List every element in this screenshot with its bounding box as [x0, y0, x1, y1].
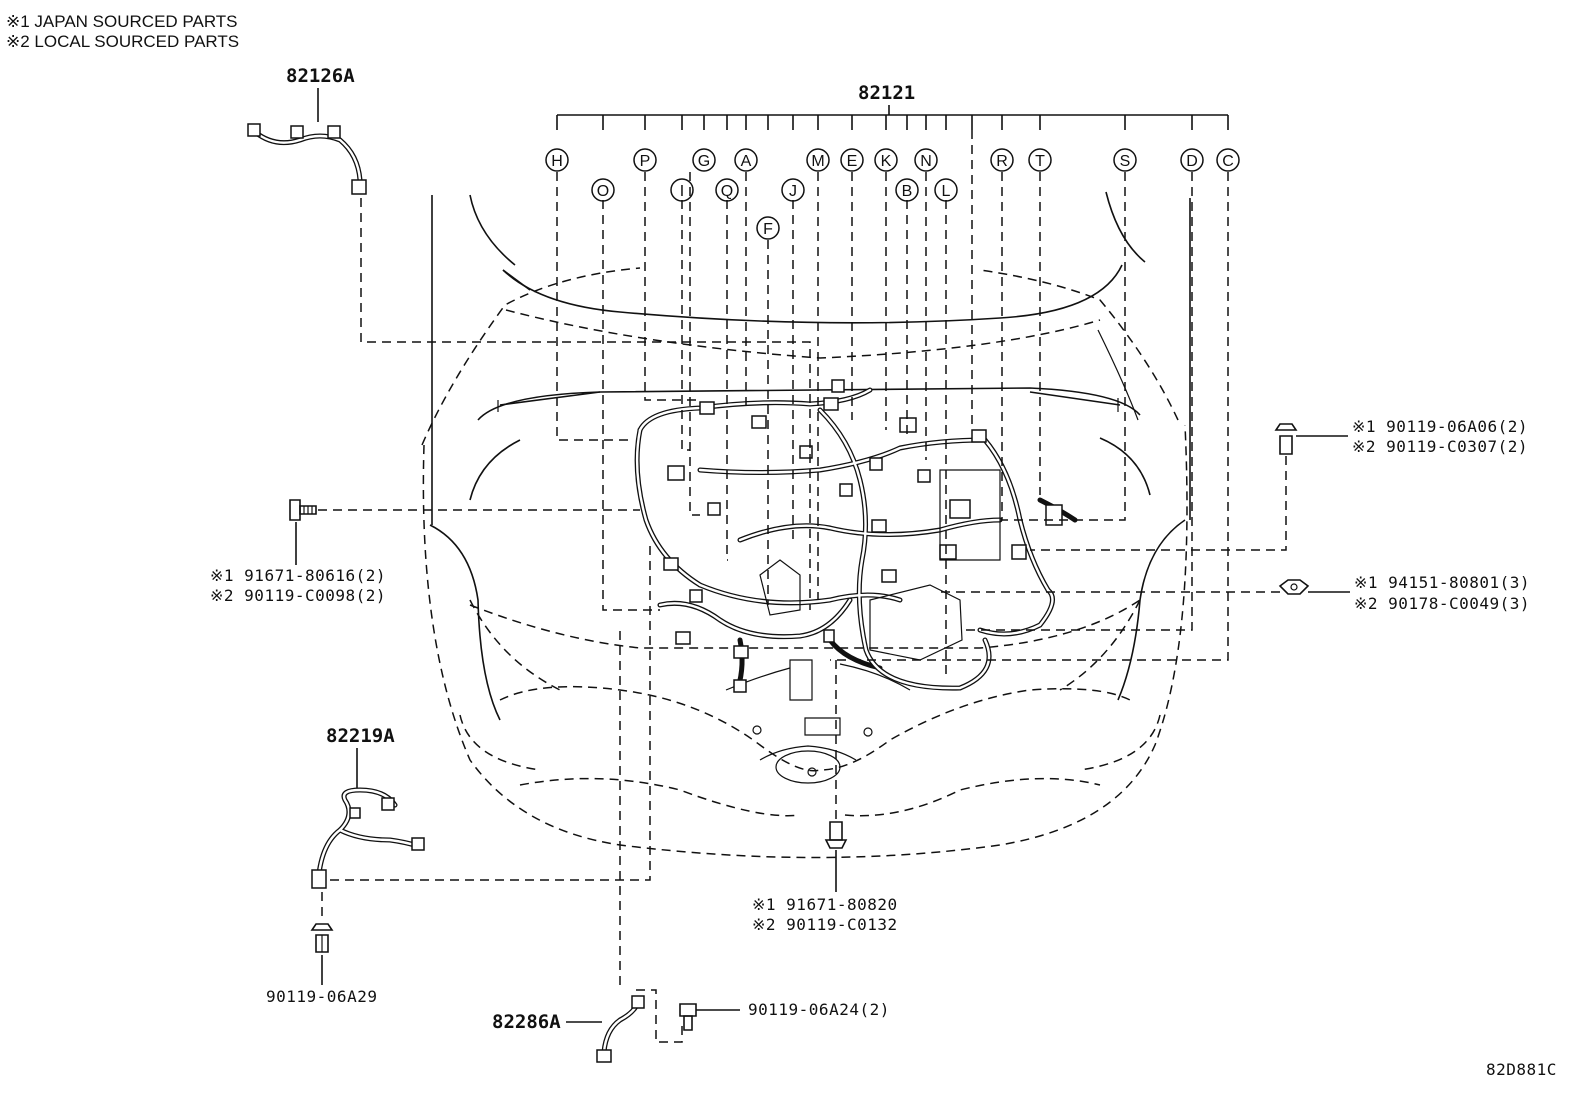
- callout-letter: N: [920, 153, 932, 170]
- callout-letter: H: [551, 153, 563, 170]
- connector-callout-C: C: [1216, 148, 1240, 172]
- connector-callout-M: M: [806, 148, 830, 172]
- connector-callout-A: A: [734, 148, 758, 172]
- callout-circle: [914, 148, 938, 172]
- callout-letter: C: [1222, 153, 1234, 170]
- callout-circle: [990, 148, 1014, 172]
- callout-circle: [806, 148, 830, 172]
- connector-callout-E: E: [840, 148, 864, 172]
- callout-circle: [1028, 148, 1052, 172]
- fastener-90119-C0098: ※2 90119-C0098(2): [210, 586, 386, 605]
- callout-circle: [1216, 148, 1240, 172]
- connector-callout-L: L: [934, 178, 958, 202]
- callout-letter: L: [942, 183, 951, 200]
- callout-letter: J: [789, 183, 797, 200]
- callout-letter: A: [741, 153, 752, 170]
- callout-circle: [692, 148, 716, 172]
- callout-letter: R: [996, 153, 1008, 170]
- callout-circle: [1180, 148, 1204, 172]
- fastener-91671-80616: ※1 91671-80616(2): [210, 566, 386, 585]
- bolt-icon: [310, 923, 334, 953]
- callout-circle: [734, 148, 758, 172]
- bolt-icon: [1274, 423, 1298, 455]
- clip-icon: [289, 499, 317, 521]
- vehicle-outline: [421, 191, 1191, 859]
- callout-letter: E: [847, 153, 858, 170]
- part-82126A-harness: 82126A: [247, 65, 811, 610]
- part-number-82121: 82121: [858, 82, 915, 104]
- fastener-90119-C0132: ※2 90119-C0132: [752, 915, 898, 934]
- connector-callout-O: O: [591, 178, 615, 202]
- note-local-sourced: ※2 LOCAL SOURCED PARTS: [6, 32, 239, 51]
- callout-circle: [756, 216, 780, 240]
- part-number-82126A: 82126A: [286, 65, 355, 87]
- connector-callout-D: D: [1180, 148, 1204, 172]
- part-82286A-harness: 82286A 90119-06A24(2): [492, 630, 890, 1063]
- fastener-90119-06A24: 90119-06A24(2): [748, 1000, 890, 1019]
- connector-callout-Q: Q: [715, 178, 739, 202]
- fastener-90119-06A29: 90119-06A29: [266, 987, 377, 1006]
- connector-callout-N: N: [914, 148, 938, 172]
- fastener-90119-C0307: ※2 90119-C0307(2): [1352, 437, 1528, 456]
- callout-letter: K: [881, 153, 892, 170]
- connector-callout-S: S: [1113, 148, 1137, 172]
- nut-right-group: ※1 94151-80801(3) ※2 90178-C0049(3): [940, 573, 1530, 613]
- callout-letter: I: [680, 183, 684, 200]
- connector-callout-J: J: [781, 178, 805, 202]
- part-number-82286A: 82286A: [492, 1011, 561, 1033]
- callout-circle: [840, 148, 864, 172]
- callout-letter: S: [1120, 153, 1131, 170]
- connector-callout-K: K: [874, 148, 898, 172]
- connector-leader-ticks: [556, 115, 1229, 130]
- note-japan-sourced: ※1 JAPAN SOURCED PARTS: [6, 12, 238, 31]
- part-82219A-harness: 82219A 90119-06A29: [266, 540, 651, 1006]
- callout-letter: F: [763, 221, 773, 238]
- callout-letter: M: [811, 153, 824, 170]
- callout-letter: P: [640, 153, 651, 170]
- connector-dashed-leaders: [556, 130, 1229, 680]
- connector-callout-R: R: [990, 148, 1014, 172]
- callout-letter: O: [597, 183, 609, 200]
- connector-callout-H: H: [545, 148, 569, 172]
- callout-letter: G: [698, 153, 710, 170]
- callout-circle: [1113, 148, 1137, 172]
- connector-callout-B: B: [895, 178, 919, 202]
- engine-wire-harness: [634, 379, 1078, 693]
- connector-callout-F: F: [756, 216, 780, 240]
- clip-left-group: ※1 91671-80616(2) ※2 90119-C0098(2): [210, 499, 640, 605]
- bolt-icon: [679, 1003, 697, 1031]
- fastener-90178-C0049: ※2 90178-C0049(3): [1354, 594, 1530, 613]
- connector-callout-G: G: [692, 148, 716, 172]
- nut-icon: [1278, 579, 1310, 595]
- callout-letter: D: [1186, 153, 1198, 170]
- callout-letter: B: [902, 183, 913, 200]
- clip-bottom-group: ※1 91671-80820 ※2 90119-C0132: [752, 660, 898, 934]
- clip-icon: [824, 821, 848, 849]
- callout-circle: [874, 148, 898, 172]
- callout-circle: [545, 148, 569, 172]
- part-number-82219A: 82219A: [326, 725, 395, 747]
- diagram-id: 82D881C: [1486, 1060, 1557, 1079]
- fastener-94151-80801: ※1 94151-80801(3): [1354, 573, 1530, 592]
- fastener-90119-06A06: ※1 90119-06A06(2): [1352, 417, 1528, 436]
- connector-callout-T: T: [1028, 148, 1052, 172]
- callout-circle: [633, 148, 657, 172]
- bolt-right-group: ※1 90119-06A06(2) ※2 90119-C0307(2): [1030, 417, 1528, 551]
- fastener-91671-80820: ※1 91671-80820: [752, 895, 898, 914]
- connector-callout-P: P: [633, 148, 657, 172]
- callout-letter: Q: [721, 183, 733, 200]
- callout-letter: T: [1035, 153, 1045, 170]
